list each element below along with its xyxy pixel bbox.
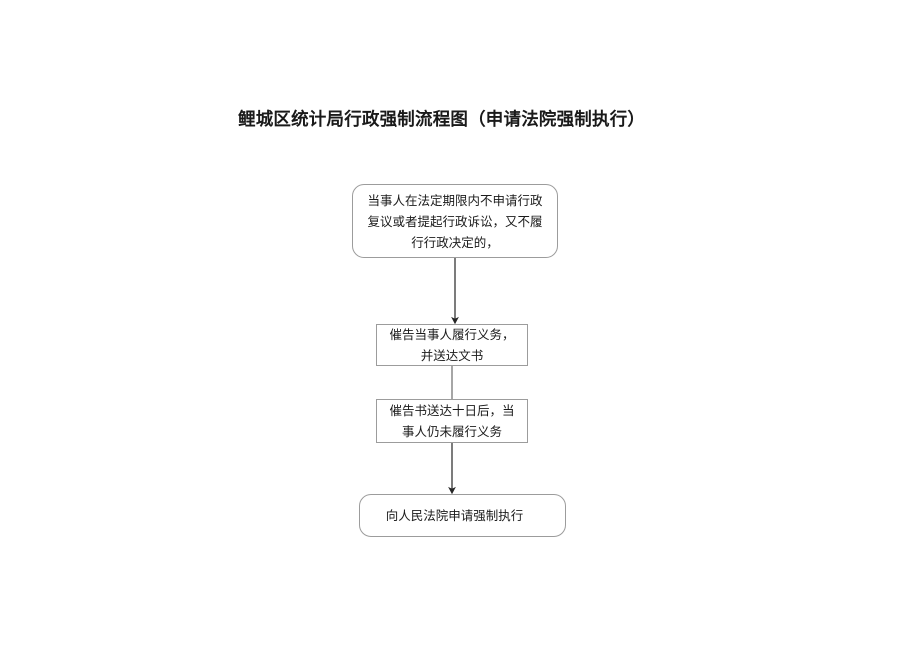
flow-node-apply: 向人民法院申请强制执行 bbox=[359, 494, 566, 537]
flow-node-start: 当事人在法定期限内不申请行政复议或者提起行政诉讼，又不履行行政决定的， bbox=[352, 184, 558, 258]
flow-node-urge: 催告当事人履行义务，并送达文书 bbox=[376, 324, 528, 366]
flow-node-urge-label: 催告当事人履行义务，并送达文书 bbox=[389, 327, 515, 363]
page-title: 鲤城区统计局行政强制流程图（申请法院强制执行） bbox=[238, 109, 646, 129]
flow-node-start-label: 当事人在法定期限内不申请行政复议或者提起行政诉讼，又不履行行政决定的， bbox=[367, 192, 543, 250]
flow-node-overdue-label: 催告书送达十日后，当事人仍未履行义务 bbox=[389, 403, 515, 439]
flow-node-overdue: 催告书送达十日后，当事人仍未履行义务 bbox=[376, 399, 528, 443]
flow-node-apply-label: 向人民法院申请强制执行 bbox=[385, 508, 524, 523]
